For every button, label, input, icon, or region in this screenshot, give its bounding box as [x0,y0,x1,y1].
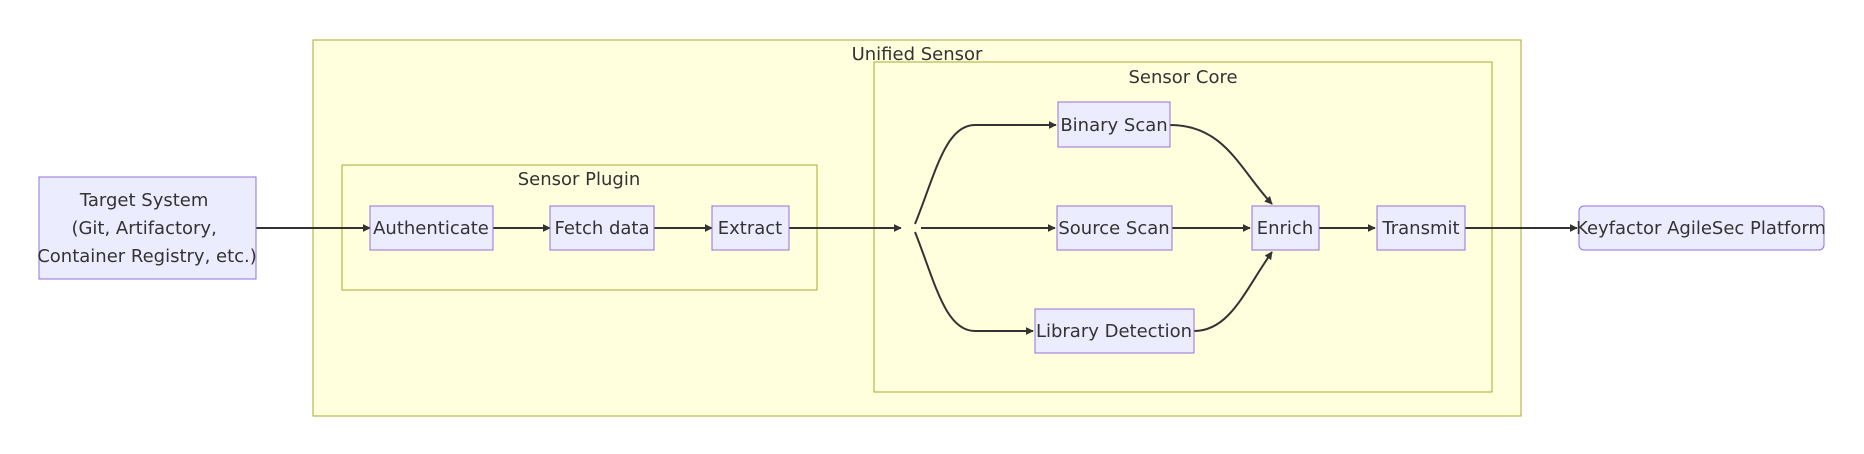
target-system-line-3: Container Registry, etc.) [37,246,257,267]
target-system-line-1: Target System [79,190,209,211]
extract-label: Extract [718,218,782,239]
edge-fork-binary-scan [914,121,1057,225]
node-extract: Extract [711,205,790,251]
target-system-line-2: (Git, Artifactory, [71,218,216,239]
node-binary-scan: Binary Scan [1057,101,1171,148]
edge-binary-scan-enrich [1169,124,1273,205]
node-target-system: Target System (Git, Artifactory, Contain… [37,176,257,280]
node-source-scan: Source Scan [1056,205,1173,251]
node-keyfactor-agilesec-platform: Keyfactor AgileSec Platform [1576,205,1826,251]
authenticate-label: Authenticate [373,218,489,239]
platform-label: Keyfactor AgileSec Platform [1576,218,1826,239]
edge-fork-library-detection [914,231,1034,335]
cluster-sensor-plugin-label: Sensor Plugin [518,169,641,190]
source-scan-label: Source Scan [1058,218,1169,239]
node-library-detection: Library Detection [1034,308,1195,354]
library-detection-label: Library Detection [1036,321,1192,342]
fetch-data-label: Fetch data [554,218,649,239]
node-transmit: Transmit [1376,205,1466,251]
edge-library-detection-enrich [1193,251,1273,332]
node-enrich: Enrich [1251,205,1320,251]
svg-text:Target System (Git, Arti: Target System (Git, Artifactory, Contain… [37,190,257,267]
edges [256,121,1578,335]
node-authenticate: Authenticate [369,205,494,251]
cluster-unified-sensor-label: Unified Sensor [852,44,983,65]
enrich-label: Enrich [1257,218,1314,239]
transmit-label: Transmit [1381,218,1459,239]
node-fetch-data: Fetch data [549,205,655,251]
cluster-sensor-core-label: Sensor Core [1128,67,1237,88]
binary-scan-label: Binary Scan [1060,115,1167,136]
